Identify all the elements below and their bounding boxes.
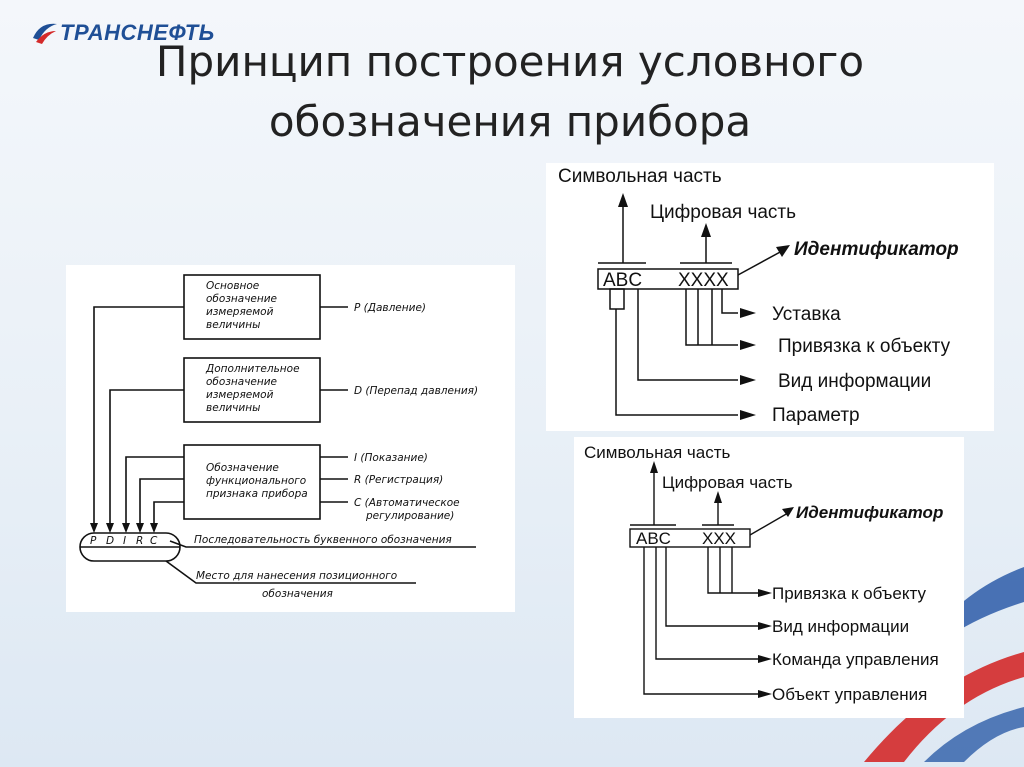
item-info-type: Вид информации xyxy=(772,617,909,636)
left-diagram-panel: Основное обозначение измеряемой величины… xyxy=(66,265,515,612)
output-auto-control-2: регулирование) xyxy=(365,510,454,522)
title-line-1: Принцип построения условного xyxy=(155,37,865,86)
box-functional-feature xyxy=(183,444,321,520)
identifier-label: Идентификатор xyxy=(796,503,943,522)
box2-line4: величины xyxy=(206,402,260,414)
identifier-diagram-bottom: Символьная часть Цифровая часть Идентифи… xyxy=(584,443,943,704)
output-registration: R (Регистрация) xyxy=(354,474,443,486)
code-letters: ABC xyxy=(603,270,642,291)
digital-part-label: Цифровая часть xyxy=(650,202,796,223)
logo-emblem-icon xyxy=(33,23,57,44)
digital-part-label: Цифровая часть xyxy=(662,473,793,492)
output-auto-control: C (Автоматическое xyxy=(354,497,460,509)
item-setpoint: Уставка xyxy=(772,304,841,325)
box3-line1: Обозначение xyxy=(206,462,279,474)
identifier-diagram-top: Символьная часть Цифровая часть Идентифи… xyxy=(558,166,959,426)
capsule-letter-d: D xyxy=(106,535,114,547)
box3-line2: функционального xyxy=(206,475,306,487)
code-digits: XXXX xyxy=(678,270,729,291)
output-indication: I (Показание) xyxy=(354,452,428,464)
symbolic-part-label: Символьная часть xyxy=(558,166,722,187)
code-letters: ABC xyxy=(636,529,671,548)
note-letter-sequence: Последовательность буквенного обозначени… xyxy=(194,534,452,546)
box1-line4: величины xyxy=(206,319,260,331)
title-line-2: обозначения прибора xyxy=(268,97,752,146)
code-box xyxy=(629,528,751,548)
capsule-letter-c: C xyxy=(150,535,158,547)
item-parameter: Параметр xyxy=(772,405,860,426)
right-bottom-diagram-panel: Символьная часть Цифровая часть Идентифи… xyxy=(574,437,964,718)
output-pressure: P (Давление) xyxy=(354,302,426,314)
box1-line3: измеряемой xyxy=(206,306,274,318)
code-box xyxy=(597,268,739,290)
identifier-label: Идентификатор xyxy=(794,239,959,260)
page-title: Принцип построения условного обозначения… xyxy=(60,32,960,152)
item-object-binding: Привязка к объекту xyxy=(772,584,926,603)
capsule-letter-r: R xyxy=(136,535,143,547)
box1-line1: Основное xyxy=(206,280,259,292)
note-position-place-1: Место для нанесения позиционного xyxy=(196,570,397,582)
right-top-diagram-panel: Символьная часть Цифровая часть Идентифи… xyxy=(546,163,994,431)
functional-notation-diagram: Основное обозначение измеряемой величины… xyxy=(79,274,478,600)
note-position-place-2: обозначения xyxy=(262,588,333,600)
capsule-letter-i: I xyxy=(123,535,126,547)
item-object-binding: Привязка к объекту xyxy=(778,336,951,357)
box3-line3: признака прибора xyxy=(206,488,308,500)
box2-line2: обозначение xyxy=(206,376,277,388)
logo-text: ТРАНСНЕФТЬ xyxy=(60,20,215,45)
box2-line3: измеряемой xyxy=(206,389,274,401)
item-control-command: Команда управления xyxy=(772,650,939,669)
item-info-type: Вид информации xyxy=(778,371,931,392)
output-pressure-drop: D (Перепад давления) xyxy=(354,385,478,397)
company-logo: ТРАНСНЕФТЬ xyxy=(30,16,215,50)
box2-line1: Дополнительное xyxy=(205,363,300,375)
code-digits: XXX xyxy=(702,529,736,548)
symbolic-part-label: Символьная часть xyxy=(584,443,731,462)
item-control-object: Объект управления xyxy=(772,685,927,704)
box1-line2: обозначение xyxy=(206,293,277,305)
capsule-letter-p: P xyxy=(90,535,97,547)
